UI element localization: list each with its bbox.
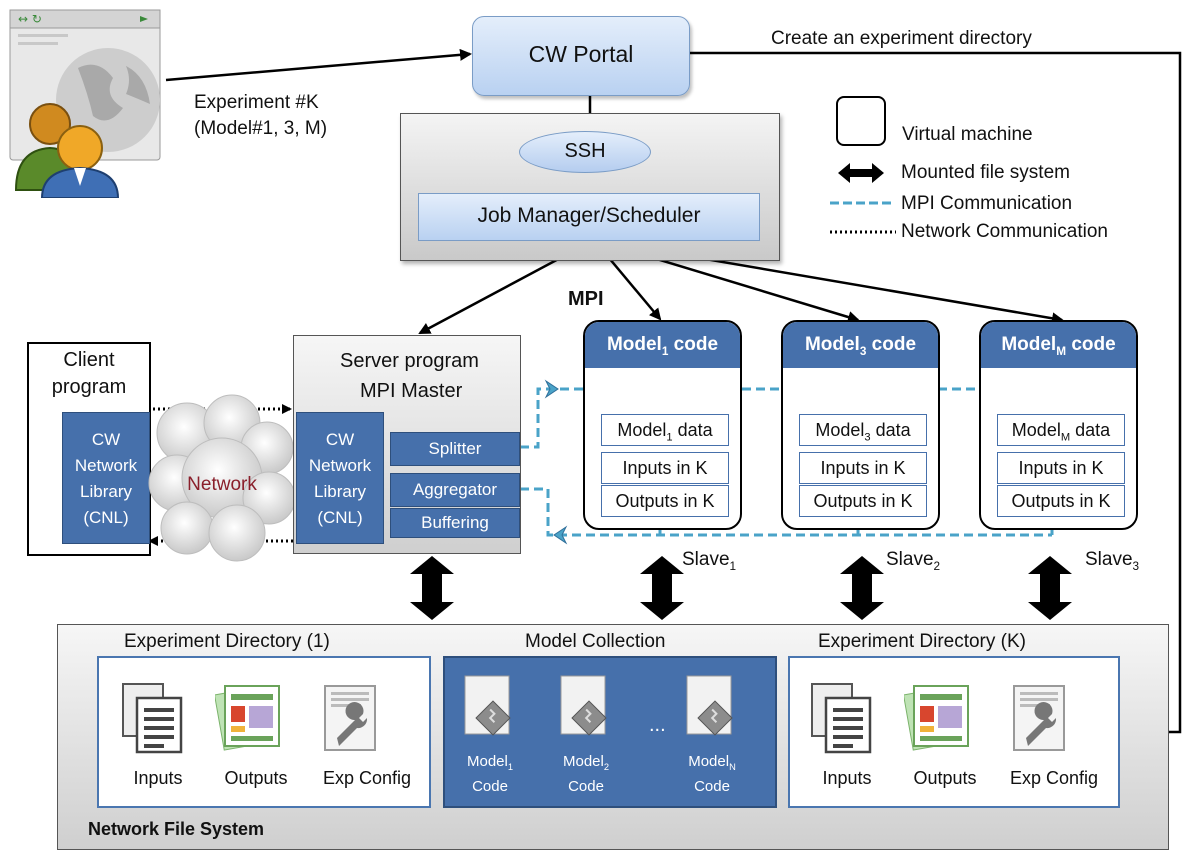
- slave-2-inputs: Inputs in K: [799, 452, 927, 484]
- network-cloud: Network: [147, 393, 297, 563]
- slave-vm-2: Model3 code Model3 data Inputs in K Outp…: [781, 320, 940, 530]
- slave-3-label: Slave3: [1085, 549, 1140, 573]
- cw-portal-label: CW Portal: [528, 41, 634, 67]
- legend-vm-glyph: [836, 96, 886, 146]
- slave-3-model-data: ModelM data: [997, 414, 1125, 446]
- slave-vm-1: Model1 code Model1 data Inputs in K Outp…: [583, 320, 742, 530]
- server-cnl-line: Network: [308, 456, 372, 475]
- mpi-label: MPI: [568, 288, 604, 310]
- legend-mpi-label: MPI Communication: [901, 193, 1073, 214]
- model-collection-ellipsis: ...: [649, 714, 666, 736]
- slave-2-label: Slave2: [886, 549, 941, 573]
- slave-3-inputs: Inputs in K: [997, 452, 1125, 484]
- exp-dir-1-inputs-label: Inputs: [133, 768, 183, 788]
- client-cnl-line: CW: [91, 430, 121, 449]
- server-title-line1: Server program: [340, 350, 479, 372]
- exp-config-icon: [1013, 685, 1065, 751]
- slave-1-inputs: Inputs in K: [601, 452, 729, 484]
- create-dir-label: Create an experiment directory: [771, 28, 1032, 49]
- experiment-label-line1: Experiment #K: [194, 92, 319, 113]
- server-cnl-line: CW: [325, 430, 355, 449]
- model-code-icon: [686, 675, 733, 736]
- svg-text:↔ ↻: ↔ ↻: [18, 12, 42, 26]
- server-title-line2: MPI Master: [360, 380, 463, 402]
- slave-2-outputs: Outputs in K: [799, 485, 927, 517]
- job-manager-label: Job Manager/Scheduler: [477, 204, 701, 227]
- buffering-module: Buffering: [390, 508, 520, 538]
- slave-1-header: Model1 code: [585, 322, 740, 368]
- cw-portal: CW Portal: [472, 16, 690, 96]
- exp-dir-k-title: Experiment Directory (K): [818, 631, 1026, 652]
- exp-dir-k-inputs-label: Inputs: [822, 768, 872, 788]
- mounted-fs-arrows: [410, 556, 1072, 620]
- server-cnl-line: Library: [314, 482, 366, 501]
- client-cnl-line: Network: [74, 456, 138, 475]
- ssh-label: SSH: [564, 140, 606, 162]
- splitter-module: Splitter: [390, 432, 520, 466]
- exp-dir-k-config-label: Exp Config: [1009, 768, 1099, 788]
- exp-dir-1-outputs-label: Outputs: [224, 768, 288, 788]
- model-code-icon: [560, 675, 607, 736]
- slave-1-outputs: Outputs in K: [601, 485, 729, 517]
- exp-dir-1: Inputs Outputs Exp Config: [97, 656, 431, 808]
- slave-1-model-data: Model1 data: [601, 414, 729, 446]
- client-cnl-line: Library: [80, 482, 132, 501]
- job-manager: Job Manager/Scheduler: [418, 193, 760, 241]
- client-program: Client program CW Network Library (CNL): [27, 342, 151, 556]
- outputs-chart-icon: [904, 685, 969, 751]
- arrow-users-to-portal: [165, 48, 472, 82]
- exp-dir-k: Inputs Outputs Exp Config: [788, 656, 1120, 808]
- mpi-bus-arrow-left: [553, 525, 568, 545]
- client-cnl-line: (CNL): [83, 508, 129, 527]
- slave-vm-3: ModelM code ModelM data Inputs in K Outp…: [979, 320, 1138, 530]
- legend-vm-label: Virtual machine: [902, 124, 1033, 145]
- legend-mounted-fs-label: Mounted file system: [901, 162, 1070, 183]
- slave-3-header: ModelM code: [981, 322, 1136, 368]
- ssh-node: SSH: [519, 131, 651, 173]
- experiment-label-line2: (Model#1, 3, M): [194, 118, 328, 139]
- model-code-icon: [464, 675, 511, 736]
- client-title-line1: Client: [63, 349, 115, 371]
- inputs-doc-icon: [811, 683, 872, 754]
- server-cnl-line: (CNL): [317, 508, 363, 527]
- server-program: Server program MPI Master CW Network Lib…: [293, 335, 521, 554]
- mpi-bus-arrow-right: [544, 379, 559, 399]
- server-cnl: CW Network Library (CNL): [296, 412, 384, 544]
- model-collection-title: Model Collection: [525, 631, 666, 652]
- exp-dir-1-title: Experiment Directory (1): [124, 631, 330, 652]
- slave-2-header: Model3 code: [783, 322, 938, 368]
- users-browser-icon: ↔ ↻: [8, 8, 163, 199]
- cloud-icon: [148, 394, 296, 562]
- client-cnl: CW Network Library (CNL): [62, 412, 150, 544]
- slave-2-model-data: Model3 data: [799, 414, 927, 446]
- inputs-doc-icon: [122, 683, 183, 754]
- exp-dir-1-config-label: Exp Config: [322, 768, 412, 788]
- legend-network-label: Network Communication: [901, 221, 1108, 242]
- slave-3-outputs: Outputs in K: [997, 485, 1125, 517]
- exp-dir-k-outputs-label: Outputs: [913, 768, 977, 788]
- aggregator-module: Aggregator: [390, 473, 520, 507]
- exp-config-icon: [324, 685, 376, 751]
- slave-1-label: Slave1: [682, 549, 737, 573]
- client-title-line2: program: [51, 376, 127, 398]
- legend-mounted-fs-glyph: [838, 163, 884, 183]
- network-label: Network: [187, 474, 257, 495]
- nfs-label: Network File System: [88, 819, 265, 839]
- outputs-chart-icon: [215, 685, 280, 751]
